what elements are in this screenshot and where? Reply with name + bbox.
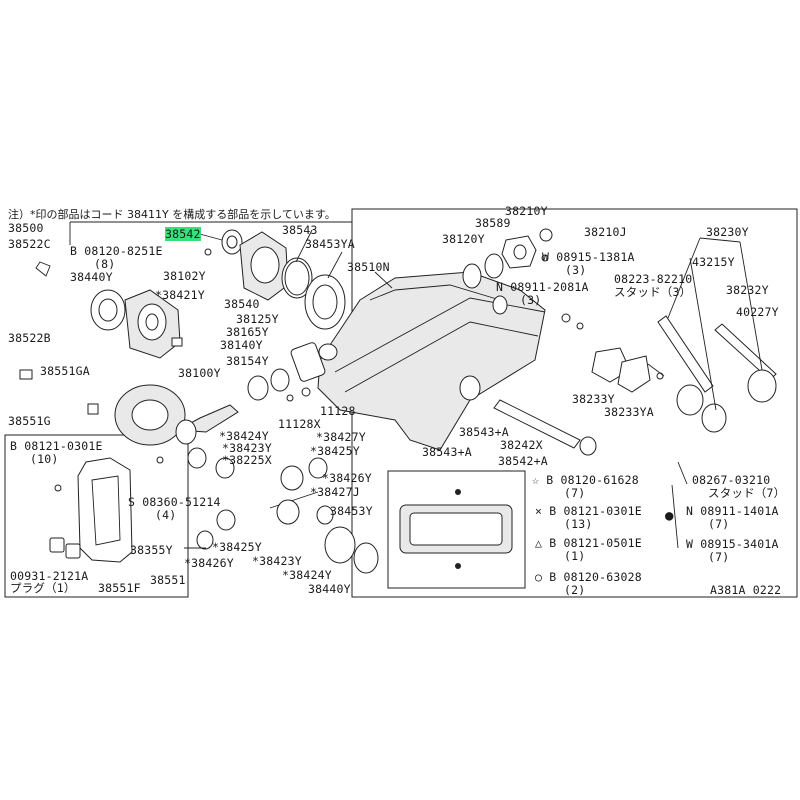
part-label: 38543+A — [422, 445, 472, 459]
part-label: *38423Y — [222, 441, 272, 455]
part-label: B 08121-0301E — [10, 439, 103, 453]
legend-item: 08267-03210 — [692, 473, 771, 487]
part-label: 38230Y — [706, 225, 749, 239]
legend-item: (2) — [564, 583, 586, 597]
part-label: 38440Y — [70, 270, 113, 284]
side-gear-icon — [280, 465, 304, 491]
side-shaft-icon — [714, 323, 777, 381]
part-label: N 08911-2081A — [496, 280, 589, 294]
legend-item: (7) — [708, 550, 730, 564]
pinion-bearing-icon — [247, 375, 269, 401]
legend-item: N 08911-1401A — [686, 504, 779, 518]
part-label: W 08915-1381A — [542, 250, 635, 264]
part-label: 38210J — [584, 225, 627, 239]
part-label: (4) — [155, 508, 177, 522]
part-label: 38165Y — [226, 325, 269, 339]
part-label: *38427J — [310, 485, 360, 499]
part-label: 38589 — [475, 216, 511, 230]
legend-item: △ B 08121-0501E — [535, 536, 642, 550]
part-label: 38125Y — [236, 312, 279, 326]
legend-item: (13) — [564, 517, 593, 531]
legend-item: (7) — [708, 517, 730, 531]
part-label: スタッド（3） — [614, 285, 692, 299]
legend-item: × B 08121-0301E — [535, 504, 642, 518]
part-label: 38355Y — [130, 543, 173, 557]
part-label: 38542+A — [498, 454, 548, 468]
legend-item: ☆ B 08120-61628 — [532, 473, 639, 487]
side-shaft-icon — [657, 315, 714, 393]
part-label: 38551GA — [40, 364, 90, 378]
part-label: *38426Y — [184, 556, 234, 570]
part-label: 38500 — [8, 221, 44, 235]
part-label: 38453YA — [305, 237, 355, 251]
part-label: 38242X — [500, 438, 543, 452]
part-label: *38424Y — [282, 568, 332, 582]
part-label: 38210Y — [505, 204, 548, 218]
legend-item: (1) — [564, 549, 586, 563]
part-label: 38120Y — [442, 232, 485, 246]
legend-item: (7) — [564, 486, 586, 500]
part-label: 38233YA — [604, 405, 654, 419]
part-label-highlighted[interactable]: 38542 — [165, 227, 201, 241]
part-label: 38140Y — [220, 338, 263, 352]
part-label: B 08120-8251E — [70, 244, 163, 258]
part-label: 08223-82210 — [614, 272, 693, 286]
part-label: (3) — [520, 293, 542, 307]
part-label: *38424Y — [219, 429, 269, 443]
part-label: 38540 — [224, 297, 260, 311]
rear-cover-icon — [77, 457, 133, 563]
part-label: 38233Y — [572, 392, 615, 406]
part-label: *38421Y — [155, 288, 205, 302]
part-label: 38154Y — [226, 354, 269, 368]
diagram-code: A381A 0222 — [710, 583, 782, 597]
collapsible-spacer-icon — [290, 342, 326, 382]
legend-item: W 08915-3401A — [686, 537, 779, 551]
footnote-text: 注）*印の部品はコード 38411Y を構成する部品を示しています。 — [8, 208, 336, 221]
part-label: (3) — [565, 263, 587, 277]
inset-box-bolt-pattern — [387, 470, 526, 589]
nut-icon — [539, 228, 553, 242]
legend-item: ○ B 08120-63028 — [535, 570, 642, 584]
part-label: 38543 — [282, 223, 318, 237]
legend-item: スタッド（7） — [708, 486, 786, 500]
breather-tube-icon — [493, 399, 581, 449]
inset-box-cover — [4, 434, 189, 598]
part-label: *38423Y — [252, 554, 302, 568]
part-label: 38232Y — [726, 283, 769, 297]
part-label: 38551 — [150, 573, 186, 587]
part-label: 00931-2121A — [10, 569, 89, 583]
part-label: 11128X — [278, 417, 321, 431]
part-label: 38551G — [8, 414, 51, 428]
part-label: *38225X — [222, 453, 272, 467]
part-label: プラグ（1） — [10, 581, 76, 595]
part-label: (10) — [30, 452, 59, 466]
legend-bullet-icon: ● — [665, 508, 674, 524]
part-label: 43215Y — [692, 255, 735, 269]
part-label: 38100Y — [178, 366, 221, 380]
part-label: 40227Y — [736, 305, 779, 319]
part-label: *38425Y — [212, 540, 262, 554]
part-label: 38510N — [347, 260, 390, 274]
bearing-icon — [462, 263, 482, 289]
bearing-icon — [324, 526, 356, 564]
part-label: 38453Y — [330, 504, 373, 518]
hose-clip-icon — [35, 261, 51, 277]
part-label: 11128 — [320, 404, 356, 418]
part-label: 38543+A — [459, 425, 509, 439]
part-label: *38425Y — [310, 444, 360, 458]
part-label: *38427Y — [316, 430, 366, 444]
part-label: S 08360-51214 — [128, 495, 221, 509]
part-label: 38440Y — [308, 582, 351, 596]
part-label: 38522B — [8, 331, 51, 345]
part-label: (8) — [94, 257, 116, 271]
part-label: 38551F — [98, 581, 141, 595]
part-label: *38426Y — [322, 471, 372, 485]
part-label: 38102Y — [163, 269, 206, 283]
part-label: 38522C — [8, 237, 51, 251]
